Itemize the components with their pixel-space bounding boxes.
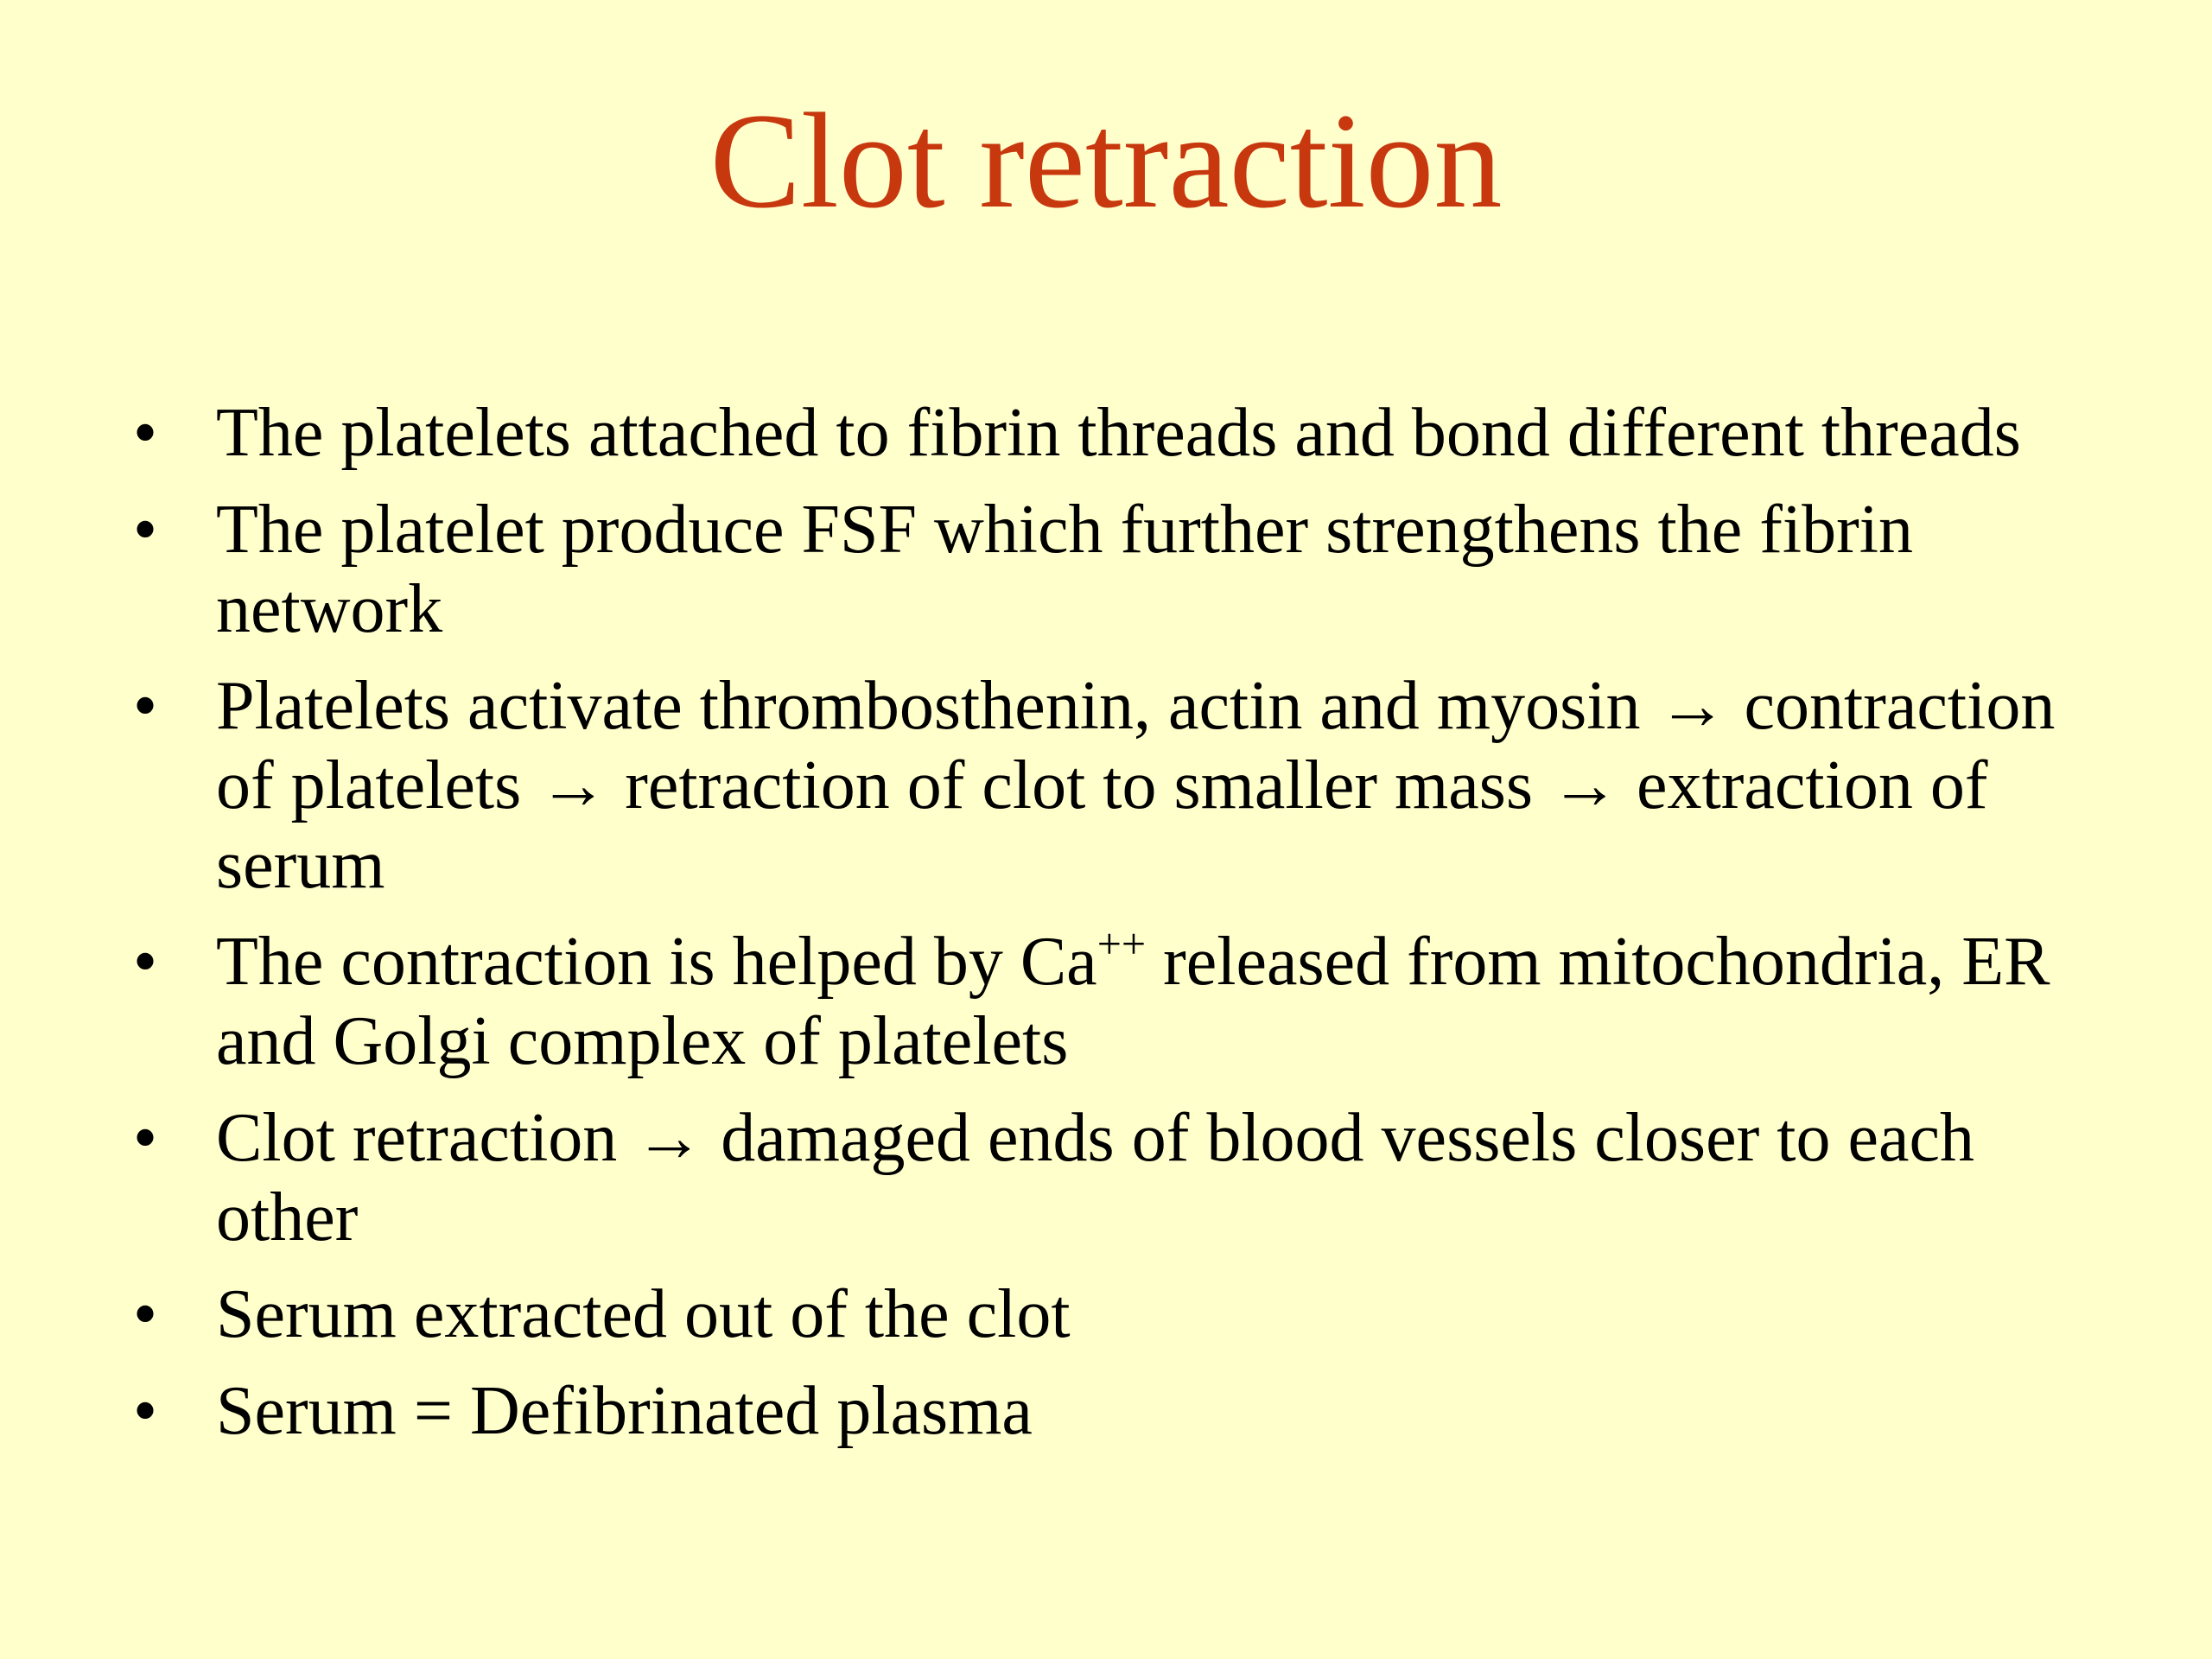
bullet-text-before: The contraction is helped by Ca <box>216 924 1097 1000</box>
bullet-item: Platelets activate thrombosthenin, actin… <box>128 666 2115 905</box>
bullet-text: Platelets activate thrombosthenin, actin… <box>216 668 2056 903</box>
bullet-point-icon <box>128 393 162 473</box>
bullet-text: Serum extracted out of the clot <box>216 1276 1071 1352</box>
bullet-point-icon <box>128 1274 162 1354</box>
bullet-text: The contraction is helped by Ca++ releas… <box>216 922 2115 1081</box>
bullet-text: Clot retraction → damaged ends of blood … <box>216 1100 1974 1255</box>
bullet-item: The platelet produce FSF which further s… <box>128 490 2115 649</box>
bullet-point-icon <box>128 1371 162 1451</box>
bullet-list: The platelets attached to fibrin threads… <box>128 393 2115 1468</box>
bullet-item: The platelets attached to fibrin threads… <box>128 393 2115 473</box>
bullet-item: Serum = Defibrinated plasma <box>128 1371 2115 1451</box>
bullet-text: Serum = Defibrinated plasma <box>216 1373 1033 1449</box>
bullet-text-after: released from mitochondria, ER and Golgi… <box>216 924 2050 1079</box>
bullet-item: The contraction is helped by Ca++ releas… <box>128 922 2115 1081</box>
bullet-point-icon <box>128 490 162 569</box>
bullet-text: The platelet produce FSF which further s… <box>216 492 1913 647</box>
bullet-point-icon <box>128 666 162 746</box>
bullet-item: Clot retraction → damaged ends of blood … <box>128 1098 2115 1257</box>
bullet-item: Serum extracted out of the clot <box>128 1274 2115 1354</box>
bullet-point-icon <box>128 922 162 1001</box>
slide-title: Clot retraction <box>709 86 1503 237</box>
superscript: ++ <box>1096 919 1147 968</box>
bullet-text: The platelets attached to fibrin threads… <box>216 395 2021 471</box>
bullet-point-icon <box>128 1098 162 1178</box>
